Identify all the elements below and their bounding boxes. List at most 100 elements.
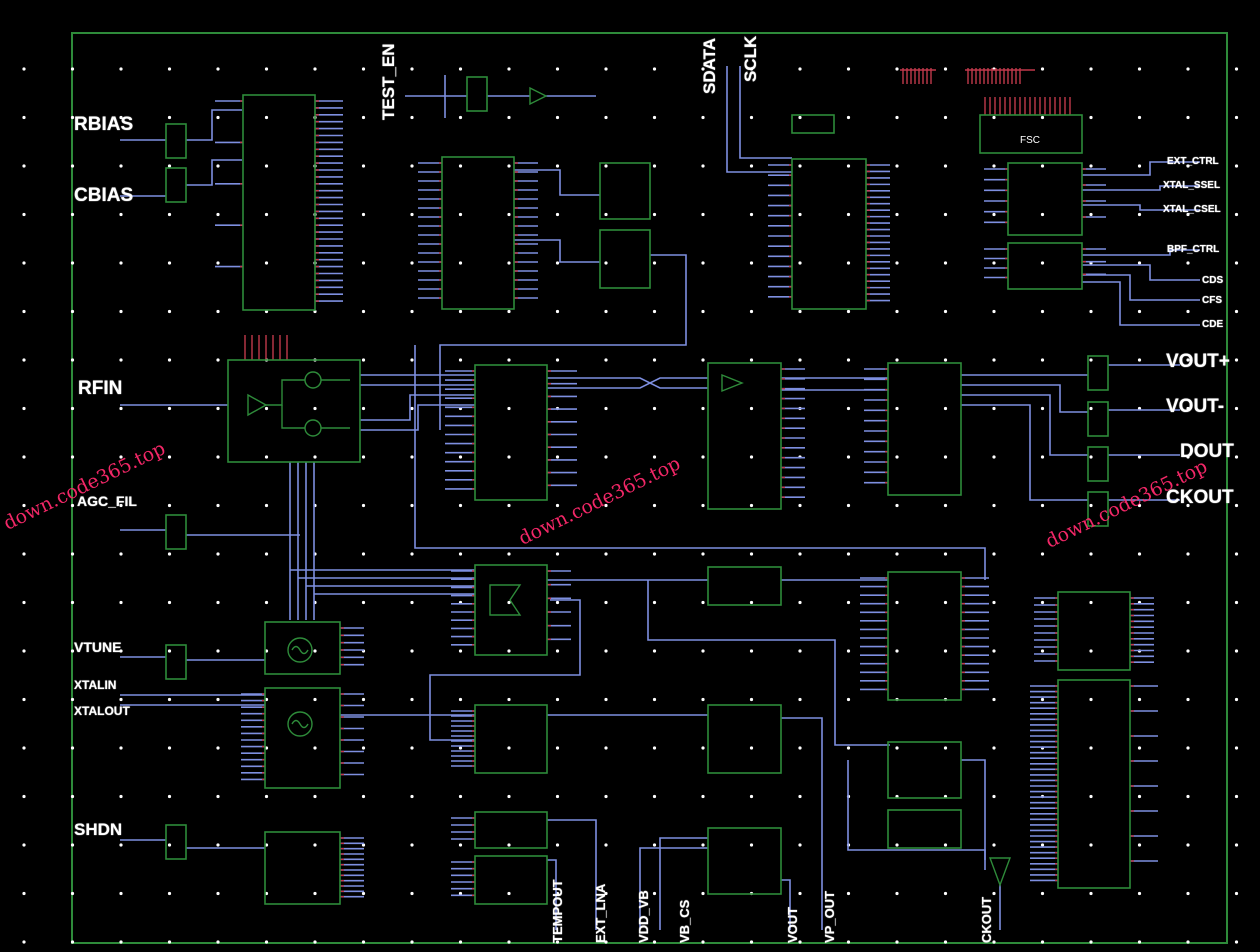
grid-dot: [1089, 212, 1093, 217]
grid-dot: [701, 649, 705, 653]
block-pll-pfd: [474, 564, 548, 656]
wire: [186, 109, 242, 141]
grid-dot: [992, 115, 996, 120]
grid-dot: [1186, 940, 1190, 944]
grid-dot: [701, 115, 705, 120]
grid-dot: [895, 503, 899, 508]
grid-dot: [410, 67, 414, 71]
grid-dot: [119, 600, 123, 605]
grid-dot: [701, 746, 705, 750]
grid-dot: [798, 67, 802, 71]
wire: [961, 384, 1088, 413]
wire: [961, 759, 986, 860]
grid-dot: [992, 261, 996, 265]
grid-dot: [798, 115, 802, 120]
grid-dot: [313, 843, 317, 847]
block-testen-reg: [466, 76, 488, 112]
grid-dot: [70, 843, 75, 847]
grid-dot: [1089, 940, 1093, 944]
grid-dot: [458, 697, 463, 702]
grid-dot: [1137, 552, 1142, 556]
block-adc: [887, 362, 962, 496]
grid-dot: [1234, 843, 1239, 847]
grid-dot: [22, 940, 26, 944]
grid-dot: [701, 212, 705, 217]
grid-dot: [22, 843, 26, 847]
grid-dot: [119, 794, 123, 799]
grid-dot: [70, 309, 75, 314]
grid-dot: [216, 67, 220, 71]
grid-dot: [701, 164, 705, 168]
grid-dot: [70, 67, 75, 71]
grid-dot: [1186, 309, 1190, 314]
grid-dot: [798, 552, 802, 556]
grid-dot: [507, 261, 511, 265]
pin-label-vout: VOUT: [785, 906, 800, 943]
grid-dot: [313, 697, 317, 702]
grid-dot: [555, 455, 560, 459]
grid-dot: [216, 940, 220, 944]
grid-dot: [1040, 600, 1045, 605]
grid-dot: [604, 600, 608, 605]
grid-dot: [846, 164, 851, 168]
grid-dot: [264, 406, 269, 411]
grid-dot: [846, 309, 851, 314]
pin-label-vb-cs: VB_CS: [677, 899, 692, 943]
grid-dot: [1137, 940, 1142, 944]
grid-dot: [555, 358, 560, 362]
grid-dot: [604, 794, 608, 799]
grid-dot: [846, 649, 851, 653]
grid-dot: [119, 503, 123, 508]
block-shdn-buf: [165, 824, 187, 860]
grid-dot: [749, 697, 754, 702]
grid-dot: [216, 406, 220, 411]
grid-dot: [70, 891, 75, 896]
grid-dot: [895, 358, 899, 362]
grid-dot: [22, 212, 26, 217]
pin-label-xtalin: XTALIN: [74, 678, 117, 692]
grid-dot: [22, 746, 26, 750]
grid-dot: [458, 794, 463, 799]
block-flop-b: [599, 229, 651, 289]
wire: [781, 879, 791, 930]
grid-dot: [1234, 940, 1239, 944]
grid-dot: [701, 843, 705, 847]
grid-dot: [1089, 649, 1093, 653]
pin-label-ext-ctrl: EXT_CTRL: [1167, 156, 1219, 167]
grid-dot: [1234, 309, 1239, 314]
grid-dot: [361, 503, 366, 508]
grid-dot: [992, 600, 996, 605]
grid-dot: [361, 600, 366, 605]
grid-dot: [701, 261, 705, 265]
grid-dot: [652, 358, 657, 362]
grid-dot: [652, 649, 657, 653]
grid-dot: [167, 940, 172, 944]
grid-dot: [167, 794, 172, 799]
grid-dot: [943, 891, 948, 896]
grid-dot: [798, 503, 802, 508]
grid-dot: [604, 891, 608, 896]
grid-dot: [846, 261, 851, 265]
grid-dot: [410, 164, 414, 168]
block-ext-lna: [474, 855, 548, 905]
grid-dot: [264, 455, 269, 459]
grid-dot: [507, 309, 511, 314]
grid-dot: [507, 891, 511, 896]
grid-dot: [895, 843, 899, 847]
pin-label-ckout: CKOUT: [1166, 487, 1234, 508]
grid-dot: [458, 552, 463, 556]
grid-dot: [216, 164, 220, 168]
block-cbias-buf: [165, 167, 187, 203]
grid-dot: [22, 358, 26, 362]
grid-dot: [604, 212, 608, 217]
grid-dot: [749, 358, 754, 362]
grid-dot: [555, 212, 560, 217]
grid-dot: [22, 115, 26, 120]
grid-dot: [361, 552, 366, 556]
grid-dot: [22, 600, 26, 605]
grid-dot: [1089, 309, 1093, 314]
grid-dot: [458, 940, 463, 944]
grid-dot: [652, 309, 657, 314]
grid-dot: [458, 503, 463, 508]
grid-dot: [507, 212, 511, 217]
